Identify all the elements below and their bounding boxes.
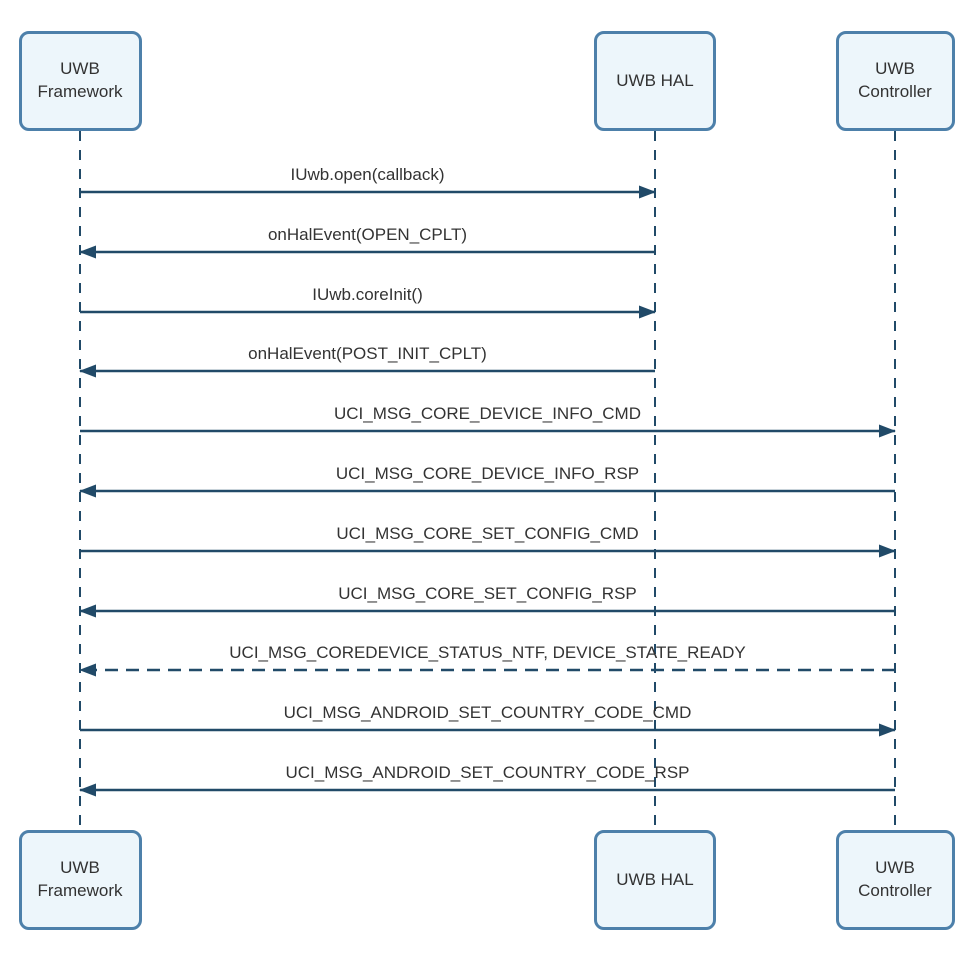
participant-box-uwb-framework-top: UWB Framework xyxy=(18,31,142,131)
participant-box-uwb-controller-bottom: UWB Controller xyxy=(835,830,955,930)
participant-box-uwb-framework-bottom: UWB Framework xyxy=(18,830,142,930)
message-label-9: UCI_MSG_COREDEVICE_STATUS_NTF, DEVICE_ST… xyxy=(229,643,746,662)
participant-box-uwb-hal-bottom: UWB HAL xyxy=(594,830,716,930)
message-label-1: IUwb.open(callback) xyxy=(290,165,445,184)
message-label-10: UCI_MSG_ANDROID_SET_COUNTRY_CODE_CMD xyxy=(283,703,692,722)
participant-label: UWB Controller xyxy=(858,59,932,101)
message-label-8: UCI_MSG_CORE_SET_CONFIG_RSP xyxy=(338,584,637,603)
participant-label: UWB Framework xyxy=(37,59,123,101)
message-label-11: UCI_MSG_ANDROID_SET_COUNTRY_CODE_RSP xyxy=(285,763,690,782)
participant-label: UWB HAL xyxy=(616,869,694,889)
message-label-7: UCI_MSG_CORE_SET_CONFIG_CMD xyxy=(336,524,639,543)
participant-box-uwb-hal-top: UWB HAL xyxy=(594,31,716,131)
participant-label: UWB Framework xyxy=(37,858,123,900)
message-label-6: UCI_MSG_CORE_DEVICE_INFO_RSP xyxy=(335,464,640,483)
message-label-3: IUwb.coreInit() xyxy=(312,285,423,304)
participant-label: UWB Controller xyxy=(858,858,932,900)
message-label-4: onHalEvent(POST_INIT_CPLT) xyxy=(248,344,487,363)
message-label-2: onHalEvent(OPEN_CPLT) xyxy=(267,225,468,244)
participant-box-uwb-controller-top: UWB Controller xyxy=(835,31,955,131)
participant-label: UWB HAL xyxy=(616,70,694,90)
message-label-5: UCI_MSG_CORE_DEVICE_INFO_CMD xyxy=(333,404,641,423)
